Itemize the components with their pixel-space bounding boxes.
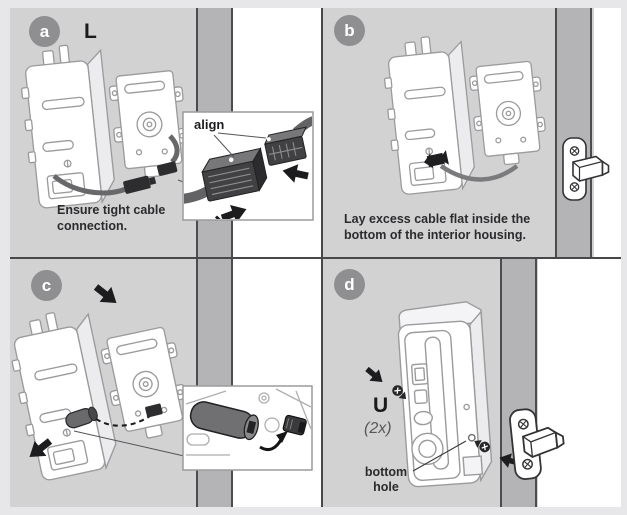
panel-a-illustration — [16, 33, 314, 221]
step-letter: c — [41, 275, 52, 295]
panel-b-illustration — [380, 24, 610, 201]
quantity-label: (2x) — [364, 420, 392, 437]
cable-connector — [157, 161, 178, 176]
push-arrow-icon — [214, 161, 310, 219]
step-letter: b — [344, 20, 355, 40]
door-edge-bar — [555, 8, 592, 257]
connector-end-closeup — [282, 414, 307, 436]
cable-routing-dashed — [95, 415, 151, 427]
caption-line: Ensure tight cable — [57, 203, 166, 217]
step-badge-b: b — [334, 15, 365, 46]
door-face — [538, 259, 621, 507]
deadbolt-latch-illustration — [508, 404, 568, 481]
panel-d-illustration — [362, 301, 568, 488]
cable-inset-detail — [182, 385, 313, 471]
deadbolt-latch-illustration — [562, 137, 610, 201]
cable-connector-male — [263, 126, 308, 166]
route-arrowhead — [276, 431, 288, 443]
interior-housing-illustration — [16, 33, 194, 210]
panel-step-a: a L align Ensure tight cable connection. — [10, 8, 321, 257]
panel-step-c: c — [10, 259, 321, 507]
caption-line: bottom of the interior housing. — [344, 228, 526, 242]
cable-connector-female — [201, 147, 268, 202]
part-label-L: L — [84, 20, 97, 43]
interior-housing-illustration — [380, 24, 552, 197]
callout-line: hole — [373, 480, 399, 494]
caption-line: connection. — [57, 219, 128, 233]
cable-connector — [423, 150, 449, 169]
caption-line: Lay excess cable flat inside the — [344, 212, 531, 226]
step-badge-d: d — [334, 269, 365, 300]
step-letter: d — [344, 274, 355, 294]
cable-connector — [145, 403, 163, 418]
callout-line: bottom — [364, 465, 408, 479]
door-face — [594, 8, 621, 257]
callout-leader-line — [412, 440, 467, 472]
step-badge-a: a — [29, 16, 60, 47]
step-grid: a L align Ensure tight cable connection. — [10, 8, 621, 507]
panel-c-illustration — [10, 279, 313, 484]
panel-step-b: b Lay excess cable flat inside the botto… — [323, 8, 621, 257]
cable-wrap-cylinder-closeup — [189, 401, 259, 441]
cable-wrap-cylinder — [65, 406, 98, 429]
align-inset-detail — [182, 111, 314, 221]
cable-illustration — [52, 134, 187, 196]
bottom-hole-callout: bottom hole — [351, 465, 421, 495]
part-label-U: U — [373, 394, 389, 417]
step-badge-c: c — [31, 270, 62, 301]
excess-cable — [439, 164, 519, 182]
step-a-caption: Ensure tight cable connection. — [57, 202, 165, 234]
panel-step-d: d U (2x) bottom hole — [323, 259, 621, 507]
inset-leader-line — [73, 430, 185, 457]
step-letter: a — [39, 21, 50, 41]
step-b-caption: Lay excess cable flat inside the bottom … — [344, 211, 530, 243]
cable-connector — [123, 175, 157, 194]
interior-housing-front-illustration — [397, 301, 493, 488]
align-label: align — [194, 117, 225, 132]
